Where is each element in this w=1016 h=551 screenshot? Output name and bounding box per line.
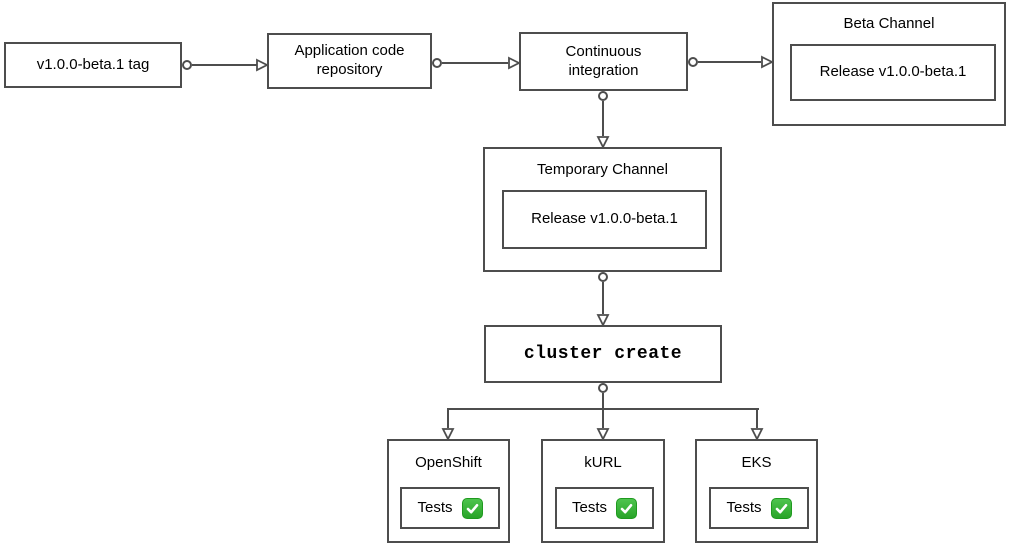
connection-dot (182, 60, 192, 70)
node-label: cluster create (523, 343, 683, 364)
node-label: Application code repository (294, 42, 405, 78)
platform-title: kURL (584, 454, 622, 471)
platform-title: OpenShift (415, 454, 482, 471)
connection-dot (598, 91, 608, 101)
check-mark-icon (616, 497, 637, 519)
tests-label: Tests (571, 498, 607, 516)
node-label: v1.0.0-beta.1 tag (36, 55, 150, 73)
connection-dot (432, 58, 442, 68)
arrowhead-down-icon (596, 428, 610, 440)
arrowhead-right-icon (508, 56, 520, 70)
node-eks: EKS Tests (695, 439, 818, 543)
arrowhead-down-icon (596, 314, 610, 326)
connection-dot (688, 57, 698, 67)
arrowhead-right-icon (256, 58, 268, 72)
node-label: Continuous integration (565, 42, 642, 79)
platform-title: EKS (741, 454, 772, 471)
node-application-code-repository: Application code repository (267, 33, 432, 89)
tests-box: Tests (709, 487, 809, 529)
release-label: Release v1.0.0-beta.1 (819, 63, 967, 81)
arrowhead-down-icon (596, 136, 610, 148)
release-box: Release v1.0.0-beta.1 (502, 190, 707, 249)
node-openshift: OpenShift Tests (387, 439, 510, 543)
connection-dot (598, 383, 608, 393)
node-version-tag: v1.0.0-beta.1 tag (4, 42, 182, 88)
channel-title: Temporary Channel (537, 161, 668, 178)
tests-label: Tests (417, 498, 453, 516)
release-box: Release v1.0.0-beta.1 (790, 44, 996, 101)
node-continuous-integration: Continuous integration (519, 32, 688, 91)
connection-dot (598, 272, 608, 282)
channel-title: Beta Channel (843, 15, 935, 32)
release-label: Release v1.0.0-beta.1 (531, 210, 678, 228)
node-cluster-create: cluster create (484, 325, 722, 383)
check-mark-icon (461, 497, 483, 519)
arrowhead-right-icon (761, 55, 773, 69)
arrowhead-down-icon (750, 428, 764, 440)
node-beta-channel: Beta Channel Release v1.0.0-beta.1 (772, 2, 1006, 126)
tests-box: Tests (400, 487, 500, 529)
tests-label: Tests (726, 498, 762, 516)
node-kurl: kURL Tests (541, 439, 665, 543)
tests-box: Tests (555, 487, 654, 529)
node-temporary-channel: Temporary Channel Release v1.0.0-beta.1 (483, 147, 722, 272)
arrowhead-down-icon (441, 428, 455, 440)
check-mark-icon (770, 497, 792, 519)
